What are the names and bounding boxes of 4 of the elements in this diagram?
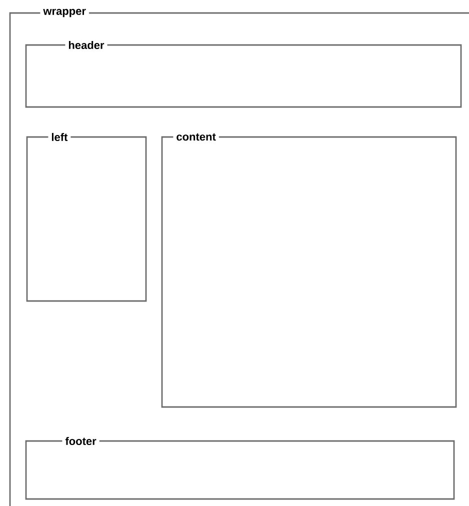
region-box: content (161, 132, 457, 408)
region-box: footer (25, 436, 455, 500)
region-box: left (26, 132, 147, 302)
region-box: header (25, 40, 462, 108)
